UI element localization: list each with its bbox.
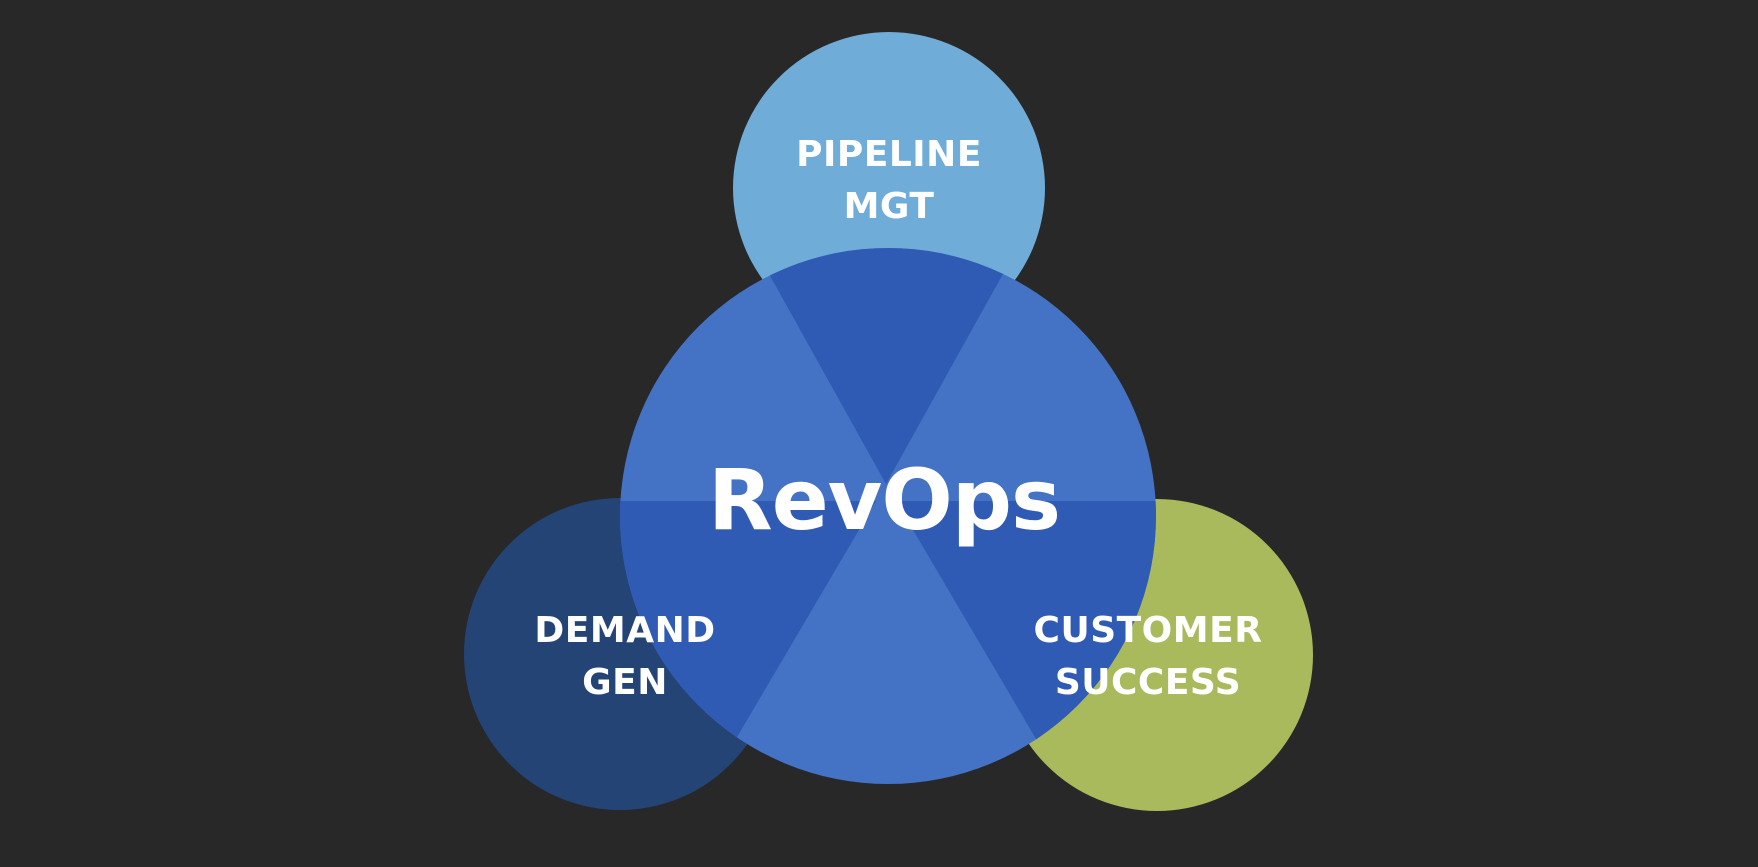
pipeline-label-line2: MGT (844, 186, 935, 227)
demand-label-line1: DEMAND (534, 610, 715, 651)
demand-label-line2: GEN (582, 662, 668, 703)
pipeline-label-line1: PIPELINE (796, 134, 982, 175)
customer-label-line1: CUSTOMER (1034, 610, 1263, 651)
customer-label-line2: SUCCESS (1055, 662, 1241, 703)
revops-title: RevOps (708, 451, 1060, 549)
pipeline-overlap-wedge (700, 248, 1072, 484)
